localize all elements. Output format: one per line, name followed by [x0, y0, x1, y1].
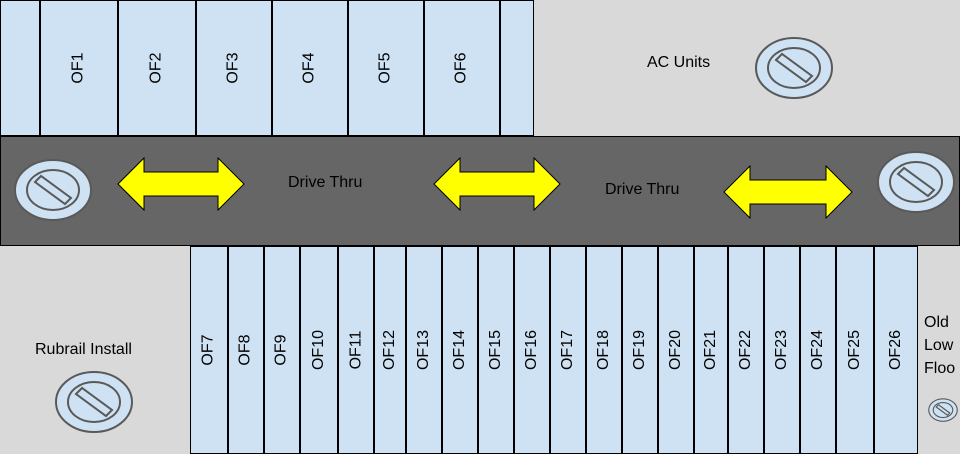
bay-label: OF14 — [451, 329, 469, 371]
bay-of4: OF4 — [272, 0, 348, 136]
no-entry-icon — [755, 37, 833, 99]
bay-label: OF2 — [148, 52, 165, 84]
bay-of7: OF7 — [190, 246, 228, 454]
bay-of23: OF23 — [764, 246, 800, 454]
bay-of22: OF22 — [728, 246, 764, 454]
bay-label: OF9 — [273, 334, 290, 366]
bay-of1: OF1 — [40, 0, 118, 136]
bay-label: OF19 — [631, 329, 649, 371]
bay-of17: OF17 — [550, 246, 586, 454]
bay-label: OF16 — [523, 329, 541, 371]
drive-thru-label-1: Drive Thru — [288, 174, 363, 191]
bay-of9: OF9 — [264, 246, 300, 454]
bay-label: OF15 — [487, 329, 505, 371]
bay-of6: OF6 — [424, 0, 500, 136]
rubrail-install-label: Rubrail Install — [35, 341, 132, 358]
bay-label: OF7 — [200, 334, 217, 366]
ac-units-label: AC Units — [647, 54, 711, 71]
bay-label: OF17 — [559, 329, 577, 371]
bay-label: OF26 — [886, 329, 904, 371]
old-low-floor-label-2: Low — [924, 337, 954, 354]
bay-of3: OF3 — [196, 0, 272, 136]
bay-label: OF3 — [225, 52, 242, 84]
bay-of5: OF5 — [348, 0, 424, 136]
bay-label: OF22 — [737, 329, 755, 371]
bay-label: OF25 — [846, 329, 864, 371]
bay-of21: OF21 — [694, 246, 728, 454]
double-arrow — [117, 156, 245, 212]
bay-label: OF5 — [377, 52, 394, 84]
bay-of26: OF26 — [874, 246, 918, 454]
double-arrow — [723, 164, 853, 220]
bay-label: OF1 — [70, 52, 87, 84]
old-low-floor-label-3: Floo — [924, 360, 956, 377]
old-low-floor-label-1: Old — [924, 314, 949, 331]
drive-thru-label-2: Drive Thru — [605, 181, 680, 198]
bay-of8: OF8 — [228, 246, 264, 454]
bay-of13: OF13 — [406, 246, 442, 454]
bay-label: OF24 — [809, 329, 827, 371]
bay-of20: OF20 — [658, 246, 694, 454]
no-entry-icon — [877, 151, 955, 213]
top-blank-bay-left — [0, 0, 40, 136]
bay-of24: OF24 — [800, 246, 836, 454]
bay-of15: OF15 — [478, 246, 514, 454]
bay-label: OF20 — [667, 329, 685, 371]
bay-label: OF12 — [381, 329, 399, 371]
bay-of18: OF18 — [586, 246, 622, 454]
bay-label: OF23 — [773, 329, 791, 371]
no-entry-icon — [55, 371, 133, 433]
bay-label: OF13 — [415, 329, 433, 371]
bay-label: OF6 — [453, 52, 470, 84]
bay-of12: OF12 — [374, 246, 406, 454]
bay-of11: OF11 — [338, 246, 374, 454]
double-arrow — [433, 156, 561, 212]
top-blank-bay-right — [500, 0, 534, 136]
bay-of25: OF25 — [836, 246, 874, 454]
bay-label: OF21 — [702, 329, 720, 371]
no-entry-icon — [14, 159, 92, 221]
bay-of19: OF19 — [622, 246, 658, 454]
no-entry-icon — [928, 398, 958, 422]
bay-label: OF4 — [301, 52, 318, 84]
bay-of14: OF14 — [442, 246, 478, 454]
bay-label: OF18 — [595, 329, 613, 371]
bay-label: OF8 — [237, 334, 254, 366]
old-low-floor-area: Old Low Floo — [918, 246, 960, 454]
bay-of16: OF16 — [514, 246, 550, 454]
bay-label: OF11 — [347, 330, 365, 370]
bay-of2: OF2 — [118, 0, 196, 136]
bay-of10: OF10 — [300, 246, 338, 454]
bay-label: OF10 — [310, 329, 328, 371]
ac-units-area: AC Units — [534, 0, 960, 136]
